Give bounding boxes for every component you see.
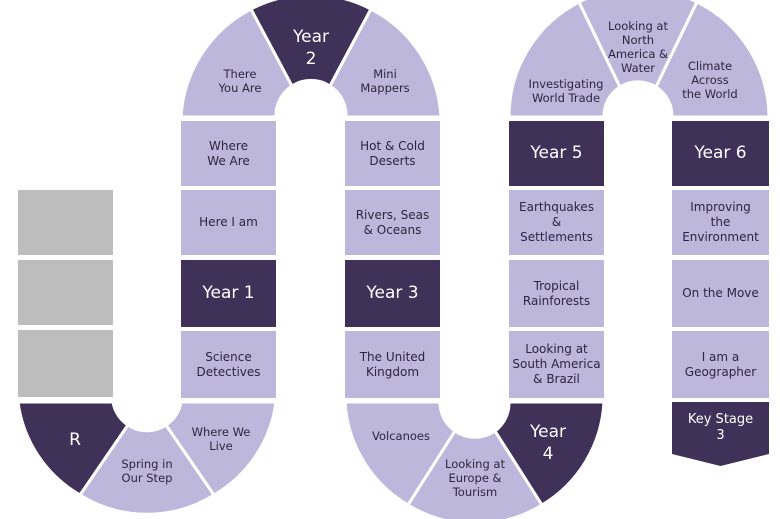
there-line-1: There bbox=[223, 67, 257, 81]
year-4-line-1: Year bbox=[529, 422, 566, 442]
unit-i-am-a-geographer: I am a Geographer bbox=[672, 331, 769, 398]
where-live-line-2: Live bbox=[209, 439, 232, 453]
north-america-water-segment bbox=[577, 0, 699, 90]
mini-line-1: Mini bbox=[373, 67, 397, 81]
europe-line-3: Tourism bbox=[452, 485, 498, 499]
year-1-label: Year 1 bbox=[181, 260, 276, 327]
unit-improving-the-environment: Improving the Environment bbox=[672, 190, 769, 255]
reception-label: R bbox=[69, 430, 81, 450]
spring-line-1: Spring in bbox=[121, 457, 172, 471]
europe-line-2: Europe & bbox=[448, 471, 501, 485]
trade-line-1: Investigating bbox=[529, 77, 604, 91]
unit-on-the-move: On the Move bbox=[672, 260, 769, 327]
there-line-2: You Are bbox=[218, 81, 262, 95]
trade-line-2: World Trade bbox=[532, 91, 600, 105]
na-line-2: North bbox=[622, 33, 654, 47]
europe-line-1: Looking at bbox=[445, 457, 505, 471]
where-live-line-1: Where We bbox=[192, 425, 251, 439]
unit-earthquakes-settlements: Earthquakes & Settlements bbox=[509, 190, 604, 255]
na-line-4: Water bbox=[621, 61, 655, 75]
where-we-live-segment bbox=[163, 400, 278, 497]
unit-hot-cold-deserts: Hot & Cold Deserts bbox=[345, 121, 440, 186]
year-6-label: Year 6 bbox=[672, 121, 769, 186]
climate-line-3: the World bbox=[682, 87, 737, 101]
year-2-line-2: 2 bbox=[306, 49, 317, 69]
year-5-label: Year 5 bbox=[509, 121, 604, 186]
mini-line-2: Mappers bbox=[360, 81, 409, 95]
na-line-1: Looking at bbox=[608, 19, 668, 33]
climate-line-1: Climate bbox=[688, 59, 732, 73]
spring-line-2: Our Step bbox=[122, 471, 173, 485]
na-line-3: America & bbox=[608, 47, 668, 61]
key-stage-3-arrow: Key Stage 3 bbox=[672, 402, 769, 466]
unit-here-i-am: Here I am bbox=[181, 190, 276, 255]
unit-south-america-brazil: Looking at South America & Brazil bbox=[509, 331, 604, 398]
unit-tropical-rainforests: Tropical Rainforests bbox=[509, 260, 604, 327]
year-4-segment bbox=[492, 400, 606, 508]
mini-mappers-segment bbox=[328, 6, 443, 119]
grey-slot bbox=[18, 190, 113, 255]
volcanoes-label: Volcanoes bbox=[372, 429, 430, 443]
volcanoes-segment bbox=[343, 400, 458, 508]
unit-rivers-seas-oceans: Rivers, Seas & Oceans bbox=[345, 190, 440, 255]
climate-line-2: Across bbox=[691, 73, 728, 87]
grey-slot bbox=[18, 330, 113, 397]
key-stage-3-label: Key Stage 3 bbox=[687, 411, 754, 443]
unit-science-detectives: Science Detectives bbox=[181, 331, 276, 398]
grey-slot bbox=[18, 260, 113, 325]
reception-segment bbox=[16, 400, 131, 497]
year-3-label: Year 3 bbox=[345, 260, 440, 327]
year-2-line-1: Year bbox=[292, 27, 329, 47]
year-4-line-2: 4 bbox=[543, 444, 554, 464]
unit-the-united-kingdom: The United Kingdom bbox=[345, 331, 440, 398]
unit-where-we-are: Where We Are bbox=[181, 121, 276, 186]
climate-segment bbox=[654, 0, 771, 119]
